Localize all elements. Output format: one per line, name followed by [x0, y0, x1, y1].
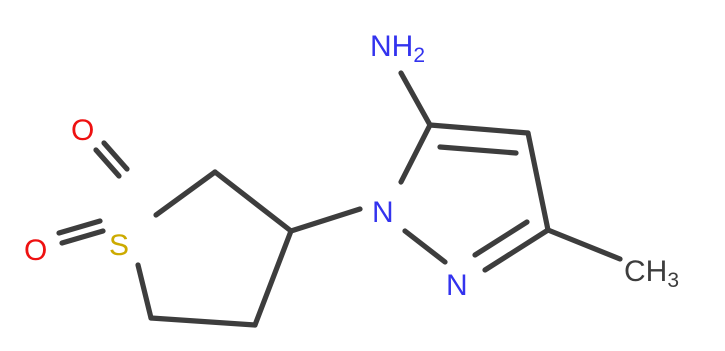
oxygen-bottom-label: O: [24, 234, 47, 267]
bond-c5-c4-outer: [427, 122, 531, 136]
bond-c3-n2-outer: [482, 227, 551, 273]
amine-label: NH2: [370, 30, 425, 67]
methyl-main: CH: [624, 255, 667, 288]
bond-c4-c5: [148, 315, 258, 328]
pyrazole-n2-label: N: [446, 269, 468, 302]
bond-c3-n1: [288, 206, 363, 234]
sulfur-label: S: [109, 229, 129, 262]
bond-c3-n2-inner: [472, 219, 530, 258]
bond-c4-c3: [525, 130, 551, 233]
bond-c2-c3: [212, 169, 294, 234]
bond-c3-ch3: [545, 227, 623, 262]
bond-c5-c4-inner: [437, 144, 519, 156]
pyrazole-n1-label: N: [372, 196, 394, 229]
atom-labels: NH2 N N S O O CH3: [24, 30, 679, 302]
bond-n2-n1: [402, 228, 448, 265]
amine-subscript: 2: [413, 44, 425, 67]
bond-s-o-top-b: [101, 140, 130, 172]
bond-s-c2: [153, 169, 218, 218]
bonds: [56, 70, 623, 328]
bond-c5-s: [135, 262, 154, 321]
amine-main: NH: [370, 30, 413, 63]
bond-c3-c4: [252, 228, 294, 328]
oxygen-top-label: O: [71, 114, 94, 147]
bond-s-o-top-a: [93, 147, 122, 179]
bond-s-o-bottom-b: [59, 228, 106, 246]
methyl-label: CH3: [624, 255, 679, 292]
bond-c5-nh2: [398, 70, 433, 128]
bond-s-o-bottom-a: [56, 218, 103, 236]
bond-n1-c5: [398, 122, 433, 185]
methyl-subscript: 3: [667, 269, 679, 292]
